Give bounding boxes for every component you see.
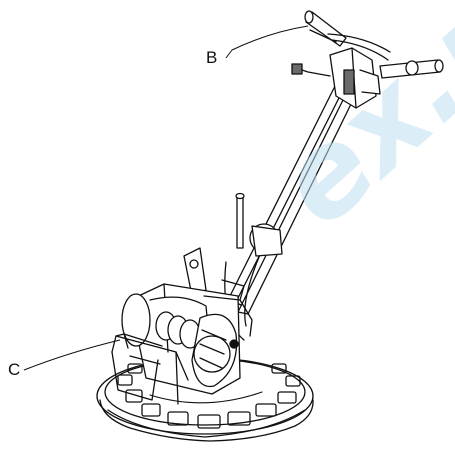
handle-head — [329, 47, 381, 109]
handle-shaft — [227, 79, 355, 315]
callout-c-leader — [23, 339, 121, 371]
guard-frame — [327, 33, 391, 61]
ring-hub — [149, 391, 263, 404]
callout-c-label: C — [8, 360, 21, 379]
callout-b-leader — [225, 25, 309, 59]
left-grip — [304, 10, 347, 47]
roll-cage — [111, 333, 189, 405]
callout-b-label: B — [206, 48, 218, 67]
frame-rails — [203, 279, 253, 337]
right-grip — [379, 59, 444, 79]
handle-pivot — [249, 223, 283, 257]
lift-lug — [183, 247, 207, 297]
lift-pin — [235, 192, 245, 249]
